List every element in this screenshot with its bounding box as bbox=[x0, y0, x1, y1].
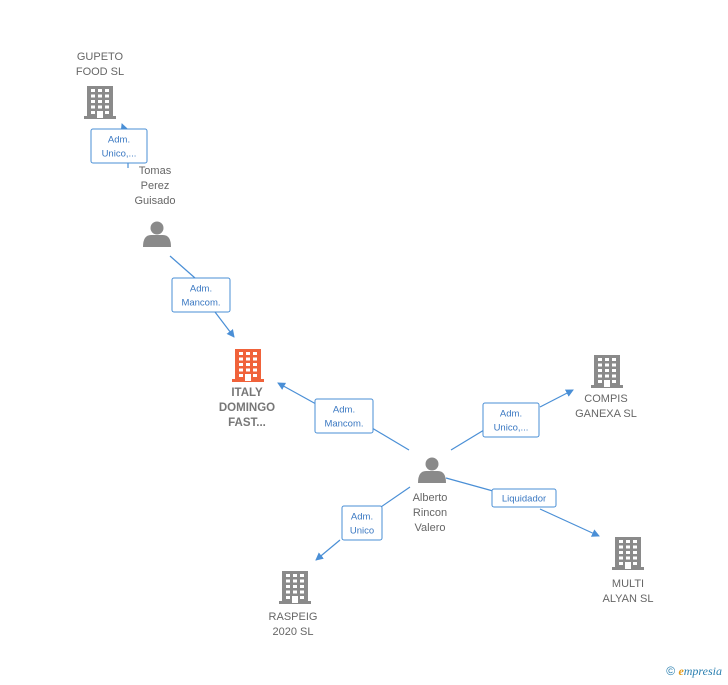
building-icon bbox=[279, 571, 311, 604]
edge-alberto-multi: Liquidador bbox=[445, 477, 600, 537]
node-label: RASPEIG bbox=[269, 611, 318, 623]
edge-label-text: Adm. bbox=[108, 135, 130, 146]
node-raspeig[interactable]: RASPEIG 2020 SL bbox=[269, 571, 318, 638]
node-label: Valero bbox=[415, 522, 446, 534]
edge-line bbox=[450, 429, 485, 451]
node-label: Guisado bbox=[135, 195, 176, 207]
node-label: FOOD SL bbox=[76, 66, 124, 78]
brand-logo-text: mpresia bbox=[683, 664, 722, 678]
edge-label-text: Mancom. bbox=[181, 298, 220, 309]
edge-label-box[interactable] bbox=[341, 505, 383, 541]
node-label: ITALY bbox=[231, 387, 263, 399]
edge-arrow bbox=[315, 539, 341, 561]
node-label: DOMINGO bbox=[219, 402, 275, 414]
edge-label-box[interactable] bbox=[314, 398, 374, 434]
node-label: ALYAN SL bbox=[603, 593, 654, 605]
node-label: Alberto bbox=[413, 492, 448, 504]
edge-label-text: Unico bbox=[350, 526, 374, 537]
edge-arrow bbox=[277, 382, 317, 405]
node-label: Rincon bbox=[413, 507, 447, 519]
node-label: Tomas bbox=[139, 165, 172, 177]
edge-alberto-raspeig: Adm. Unico bbox=[315, 486, 411, 561]
node-label: 2020 SL bbox=[273, 626, 314, 638]
footer-brand: © empresia bbox=[666, 664, 722, 679]
node-multi[interactable]: MULTI ALYAN SL bbox=[603, 537, 654, 605]
edges-layer: Adm. Unico,... Adm. Mancom. Adm. Mancom. Adm. U… bbox=[90, 123, 600, 561]
copyright-symbol: © bbox=[666, 664, 676, 678]
node-compis[interactable]: COMPIS GANEXA SL bbox=[575, 355, 637, 420]
edge-line bbox=[169, 255, 196, 279]
edge-arrow bbox=[214, 311, 235, 338]
edge-label-text: Liquidador bbox=[502, 494, 546, 505]
edge-label-text: Mancom. bbox=[324, 419, 363, 430]
building-icon bbox=[612, 537, 644, 570]
edge-alberto-compis: Adm. Unico,... bbox=[450, 389, 574, 451]
building-icon bbox=[84, 86, 116, 119]
node-italy[interactable]: ITALY DOMINGO FAST... bbox=[219, 349, 275, 429]
edge-tomas-italy: Adm. Mancom. bbox=[169, 255, 235, 338]
edge-label-text: Unico,... bbox=[102, 149, 137, 160]
person-icon bbox=[143, 221, 171, 247]
edge-label-box[interactable] bbox=[482, 402, 540, 438]
edge-tomas-gupeto: Adm. Unico,... bbox=[90, 123, 148, 168]
node-label: Perez bbox=[141, 180, 170, 192]
edge-arrow bbox=[539, 508, 600, 537]
edge-alberto-italy: Adm. Mancom. bbox=[277, 382, 410, 451]
edge-label-text: Unico,... bbox=[494, 423, 529, 434]
brand-logo-initial: e bbox=[678, 664, 684, 678]
node-label: GUPETO bbox=[77, 51, 124, 63]
node-label: FAST... bbox=[228, 417, 266, 429]
building-icon bbox=[232, 349, 264, 382]
edge-line bbox=[377, 486, 411, 510]
edge-label-text: Adm. bbox=[351, 512, 373, 523]
edge-label-box[interactable] bbox=[90, 128, 148, 164]
edge-label-text: Adm. bbox=[333, 405, 355, 416]
edge-line bbox=[371, 427, 410, 451]
node-label: MULTI bbox=[612, 578, 644, 590]
brand-logo[interactable]: empresia bbox=[678, 664, 722, 678]
edge-label-text: Adm. bbox=[190, 284, 212, 295]
node-gupeto[interactable]: GUPETO FOOD SL bbox=[76, 51, 124, 119]
node-label: COMPIS bbox=[584, 393, 627, 405]
edge-label-box[interactable] bbox=[171, 277, 231, 313]
building-icon bbox=[591, 355, 623, 388]
edge-label-box[interactable] bbox=[491, 488, 557, 508]
edge-line bbox=[445, 477, 494, 492]
node-label: GANEXA SL bbox=[575, 408, 637, 420]
edge-label-text: Adm. bbox=[500, 409, 522, 420]
edge-arrow bbox=[539, 389, 574, 408]
person-icon bbox=[418, 457, 446, 483]
